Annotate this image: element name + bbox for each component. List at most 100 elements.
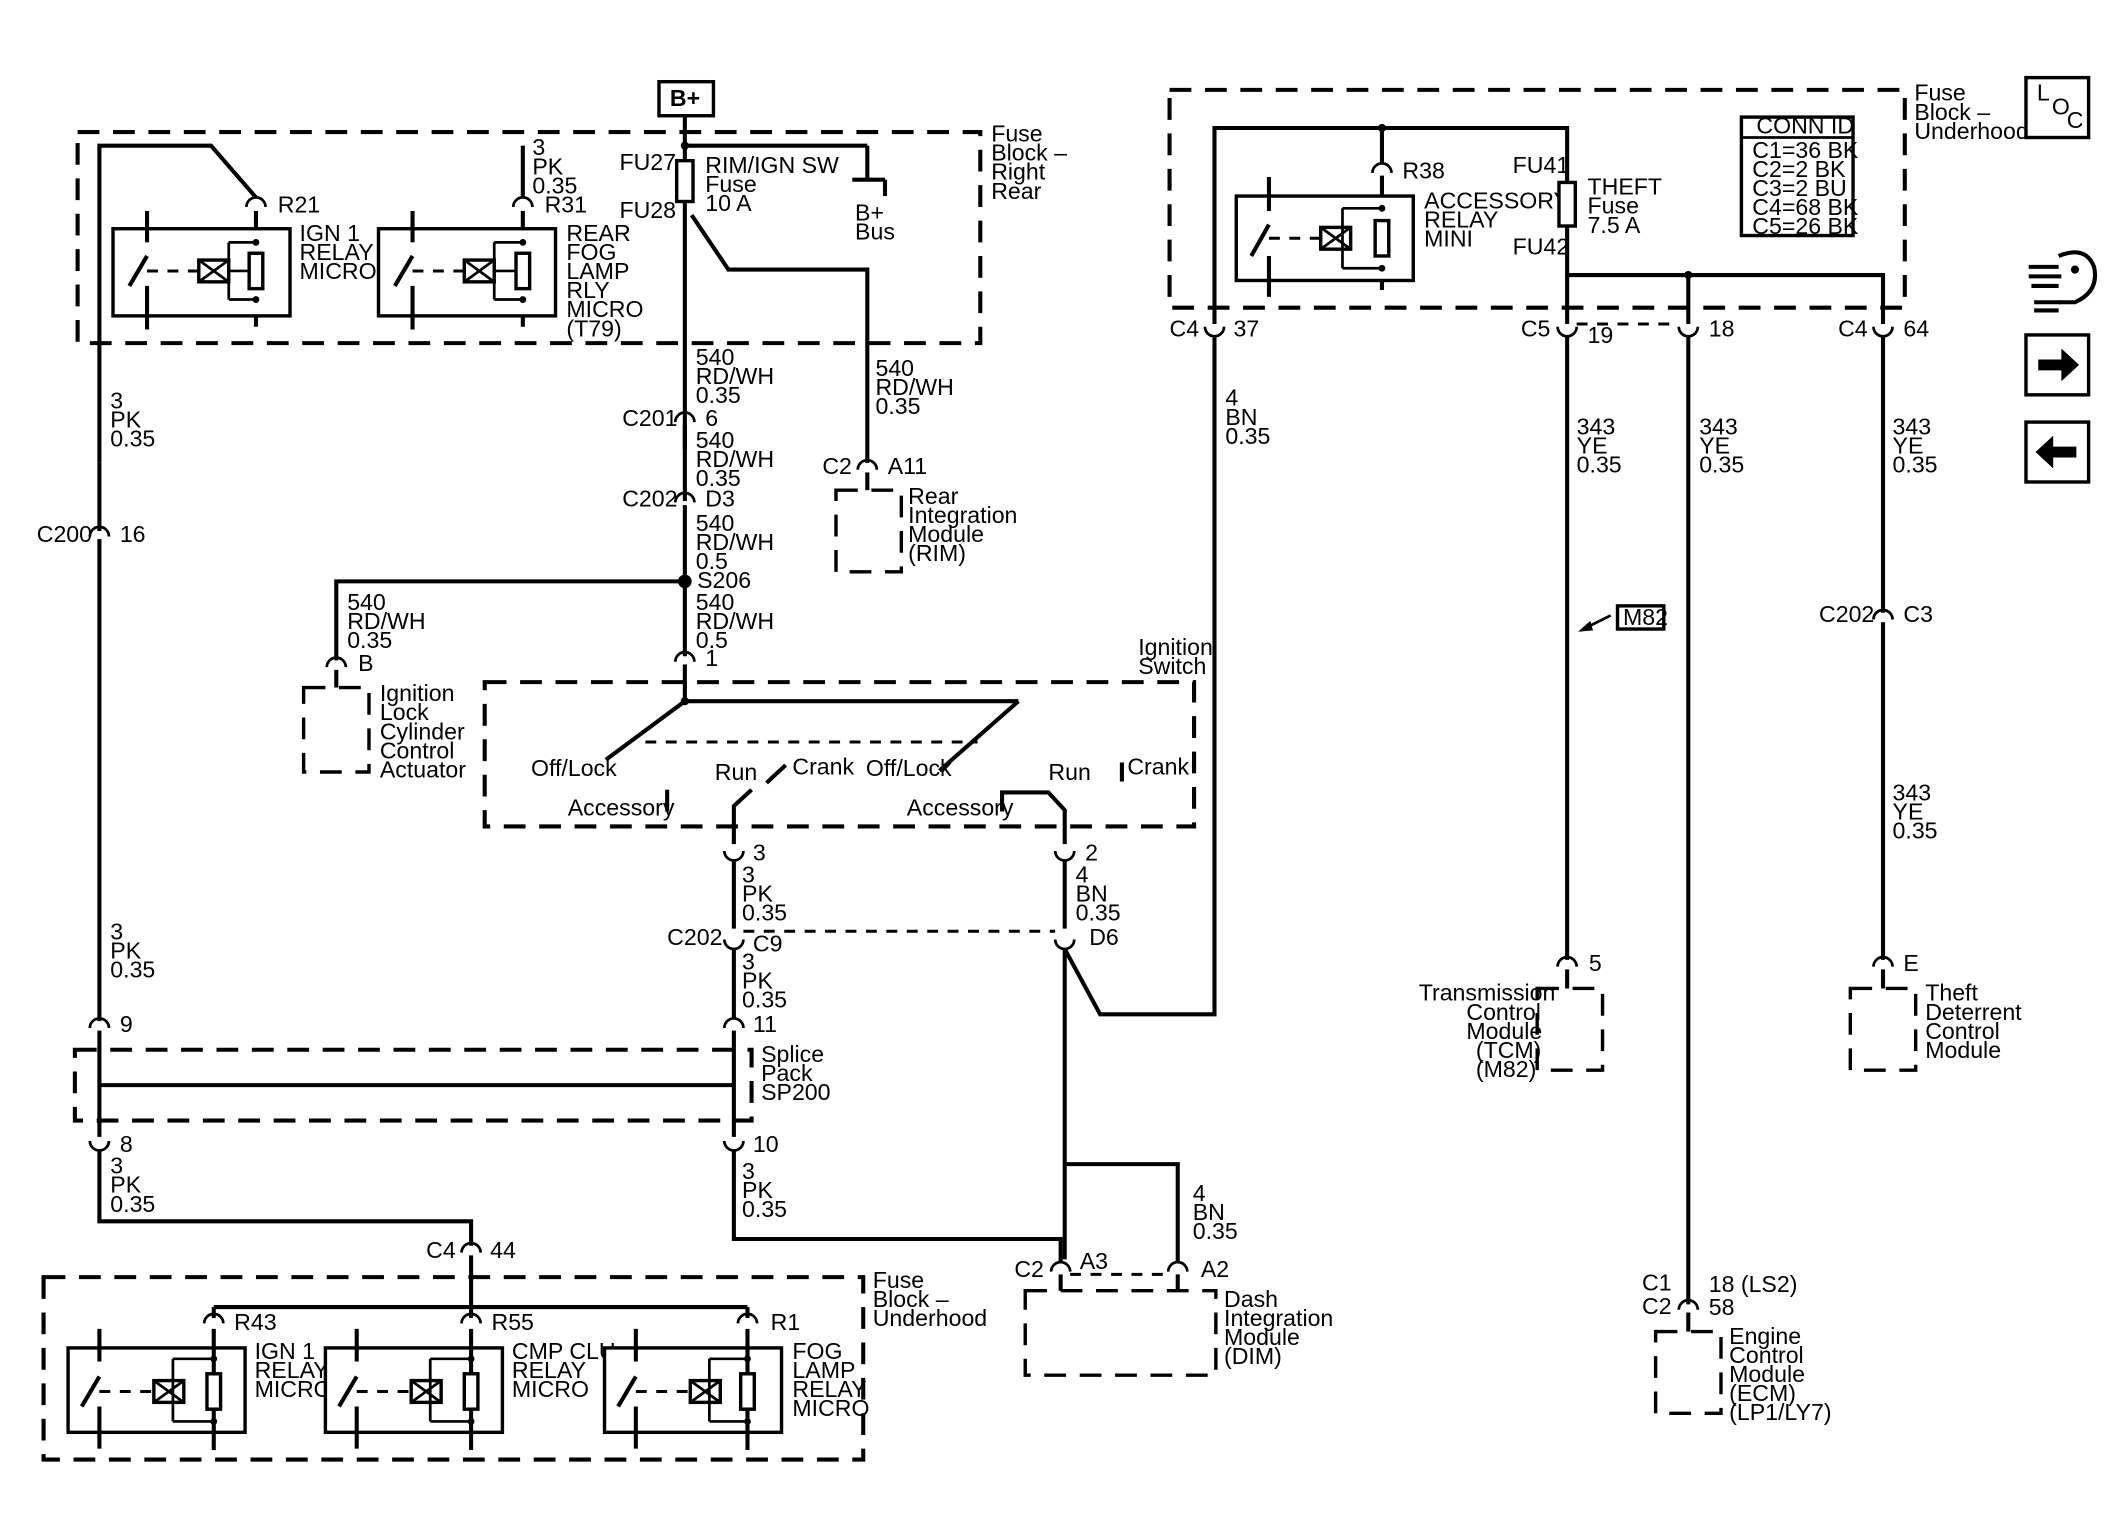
ilc-label-2: Lock bbox=[380, 699, 429, 725]
ilc-label-3: Cylinder bbox=[380, 718, 465, 744]
tdcm-pin-e: E bbox=[1903, 950, 1918, 976]
wire-3pk-top-color: PK bbox=[532, 153, 563, 179]
m82-label: M82 bbox=[1623, 604, 1668, 630]
conn-id-c1: C1=36 BK bbox=[1752, 137, 1859, 163]
m82-callout bbox=[1615, 604, 1666, 631]
c202-right-pin: C3 bbox=[1903, 601, 1933, 627]
dim-label-4: (DIM) bbox=[1224, 1343, 1282, 1369]
rear-fog-label-6: (T79) bbox=[566, 315, 621, 341]
wire-3pk-b-color: PK bbox=[742, 880, 773, 906]
c5-pin-18: 18 bbox=[1709, 315, 1735, 341]
wire-343-a-size: 0.35 bbox=[1577, 451, 1622, 477]
tcm-pin-5: 5 bbox=[1589, 950, 1602, 976]
loc-letter-o: O bbox=[2052, 93, 2070, 119]
bplus-bus-label-1: B+ bbox=[855, 200, 884, 226]
fuse-block-ul-label-3: Underhood bbox=[873, 1305, 987, 1331]
loc-letter-c: C bbox=[2067, 107, 2084, 133]
arrow-left-icon[interactable] bbox=[2024, 420, 2091, 484]
ecm-label-3: Module bbox=[1729, 1361, 1805, 1387]
wire-540-b-gauge: 540 bbox=[696, 427, 735, 453]
wire-3pk-b-size: 0.35 bbox=[742, 899, 787, 925]
dash-integration-module bbox=[1023, 1289, 1218, 1377]
ign-switch-pin-2: 2 bbox=[1085, 839, 1098, 865]
accessory-relay-label-1: ACCESSORY bbox=[1424, 187, 1569, 213]
wire-4bn-a-color: BN bbox=[1076, 880, 1108, 906]
arrow-right-icon[interactable] bbox=[2024, 333, 2091, 397]
wire-343-a-color: YE bbox=[1577, 432, 1608, 458]
rear-fog-label-5: MICRO bbox=[566, 296, 643, 322]
bplus-label: B+ bbox=[670, 85, 700, 111]
c5-pin-19: 19 bbox=[1588, 322, 1614, 348]
wire-540-e-color: RD/WH bbox=[696, 608, 774, 634]
wire-4bn-c-size: 0.35 bbox=[1225, 423, 1270, 449]
wire-4bn-c-color: BN bbox=[1225, 404, 1257, 430]
r31-label: R31 bbox=[545, 191, 587, 217]
wire-3pk-d-color: PK bbox=[110, 407, 141, 433]
tcm-label-1: Transmission bbox=[1419, 980, 1556, 1006]
loc-button[interactable]: L O C bbox=[2024, 75, 2091, 140]
fuse-block-right-rear-outline bbox=[75, 130, 983, 346]
transmission-control-module bbox=[1535, 986, 1605, 1072]
wire-540-c-gauge: 540 bbox=[875, 355, 914, 381]
fu27-label: FU27 bbox=[620, 149, 677, 175]
conn-id-c5: C5=26 BK bbox=[1752, 213, 1859, 239]
theft-fuse-label-1: THEFT bbox=[1588, 174, 1663, 200]
wire-4bn-b-gauge: 4 bbox=[1193, 1180, 1206, 1206]
splice-pack-label-1: Splice bbox=[761, 1041, 824, 1067]
c202-pin-c9: C9 bbox=[753, 931, 783, 957]
wire-540-b-size: 0.35 bbox=[696, 465, 741, 491]
accessory-relay-label-3: MINI bbox=[1424, 225, 1473, 251]
pos-accessory-2: Accessory bbox=[907, 795, 1014, 821]
ecm-pin-18-ls2: 18 (LS2) bbox=[1709, 1271, 1798, 1297]
wire-3pk-d-size: 0.35 bbox=[110, 426, 155, 452]
ign-switch-pin-3: 3 bbox=[753, 839, 766, 865]
fuse-block-rr-label-3: Right bbox=[991, 159, 1046, 185]
ign1-bottom-label-3: MICRO bbox=[255, 1376, 332, 1402]
ecm-pin-58: 58 bbox=[1709, 1294, 1735, 1320]
ignition-switch-label-2: Switch bbox=[1138, 653, 1206, 679]
dim-pin-a3: A3 bbox=[1080, 1248, 1108, 1274]
c4-pin-37: 37 bbox=[1234, 315, 1260, 341]
wire-540-e-gauge: 540 bbox=[696, 589, 735, 615]
wire-4bn-b-color: BN bbox=[1193, 1199, 1225, 1225]
bplus-box bbox=[657, 79, 716, 118]
fuse-block-uh-label-2: Block – bbox=[1914, 99, 1990, 125]
accessory-relay-label-2: RELAY bbox=[1424, 206, 1498, 232]
c4-pin37-label: C4 bbox=[1170, 315, 1200, 341]
theft-deterrent-control-module bbox=[1848, 986, 1918, 1072]
ilc-label-5: Actuator bbox=[380, 756, 466, 782]
wire-540-f-color: RD/WH bbox=[347, 608, 425, 634]
conn-id-title: CONN ID bbox=[1756, 112, 1854, 138]
theft-fuse-label-3: 7.5 A bbox=[1588, 212, 1641, 238]
rim-fuse-label-2: Fuse bbox=[705, 171, 756, 197]
wiring-harness-icon[interactable] bbox=[2028, 250, 2097, 313]
wire-3pk-top-gauge: 3 bbox=[532, 134, 545, 160]
wire-540-a-color: RD/WH bbox=[696, 363, 774, 389]
fog-relay-label-4: MICRO bbox=[792, 1395, 869, 1421]
rear-fog-label-4: RLY bbox=[566, 277, 609, 303]
wire-343-c-color: YE bbox=[1893, 432, 1924, 458]
wire-343-d-gauge: 343 bbox=[1893, 780, 1932, 806]
ignition-switch-label-1: Ignition bbox=[1138, 634, 1213, 660]
dim-pin-a2: A2 bbox=[1201, 1256, 1229, 1282]
cmp-clu-label-2: RELAY bbox=[512, 1357, 586, 1383]
fuse-block-rr-label-4: Rear bbox=[991, 178, 1041, 204]
c4-bottom-pin: 44 bbox=[490, 1237, 516, 1263]
s206-label: S206 bbox=[697, 567, 751, 593]
ecm-label-1: Engine bbox=[1729, 1323, 1801, 1349]
tcm-label-4: (TCM) bbox=[1476, 1037, 1542, 1063]
ign1-bottom-label-1: IGN 1 bbox=[255, 1338, 315, 1364]
wire-540-c-color: RD/WH bbox=[875, 374, 953, 400]
fuse-block-underhood-top bbox=[1167, 87, 1907, 310]
rim-fuse-label-3: 10 A bbox=[705, 190, 752, 216]
r43-label: R43 bbox=[234, 1309, 276, 1335]
wire-3pk-e-gauge: 3 bbox=[110, 918, 123, 944]
wire-3pk-b-gauge: 3 bbox=[742, 861, 755, 887]
pin-b-label: B bbox=[358, 650, 373, 676]
tcm-label-3: Module bbox=[1466, 1018, 1542, 1044]
dim-label-3: Module bbox=[1224, 1324, 1300, 1350]
fuse-block-ul-label-1: Fuse bbox=[873, 1267, 924, 1293]
tcm-label-5: (M82) bbox=[1476, 1056, 1536, 1082]
ecm-label-4: (ECM) bbox=[1729, 1380, 1796, 1406]
wire-343-b-gauge: 343 bbox=[1699, 413, 1738, 439]
